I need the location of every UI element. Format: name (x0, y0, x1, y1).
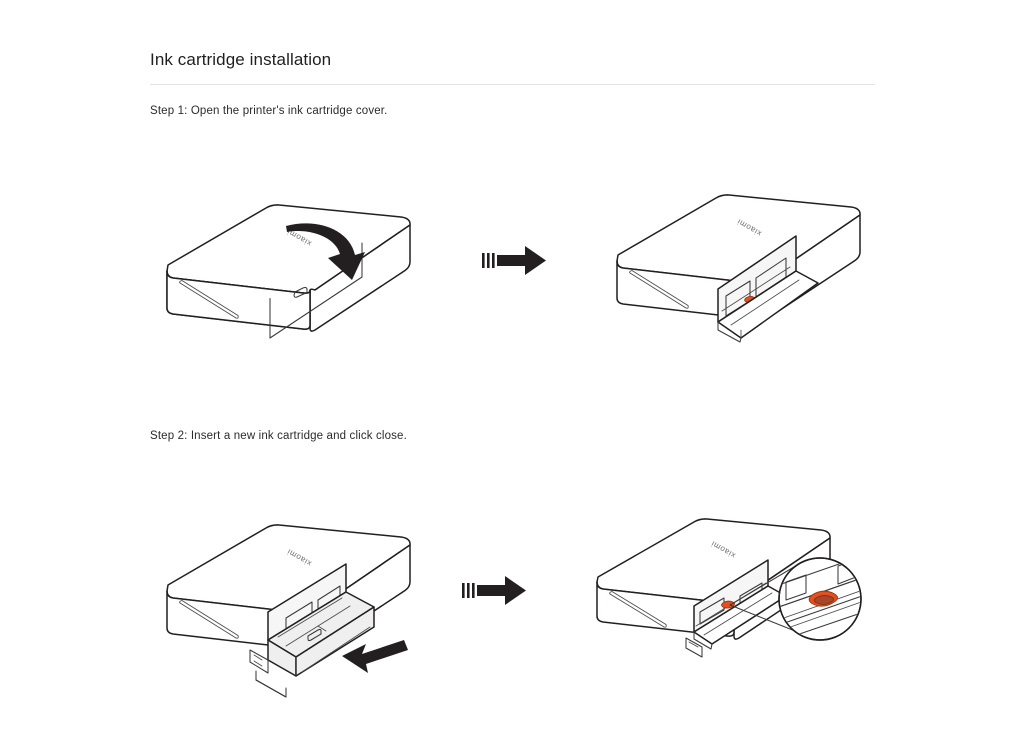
rotation-arrow-icon (286, 223, 365, 280)
printer-closed-illustration: xiaomi (150, 170, 440, 370)
right-block-arrow-icon (497, 246, 546, 275)
step-2-label: Step 2: Insert a new ink cartridge and c… (150, 430, 407, 442)
printer-cartridge-inserting-illustration: xiaomi (150, 500, 440, 710)
page-title: Ink cartridge installation (150, 50, 332, 69)
step-1-transition-arrow (482, 244, 548, 283)
step-1-label: Step 1: Open the printer's ink cartridge… (150, 105, 388, 117)
magnifier-callout (778, 557, 862, 641)
step-1-figure-row: xiaomi (0, 170, 1024, 390)
title-divider (150, 84, 875, 85)
motion-lines-icon (462, 583, 475, 598)
push-left-arrow-icon (342, 640, 408, 673)
right-block-arrow-icon (477, 576, 526, 605)
motion-lines-icon (482, 253, 495, 268)
step-2-figure-row: xiaomi (0, 500, 1024, 720)
printer-cartridge-seated-illustration: xiaomi (590, 500, 890, 700)
step-2-transition-arrow (462, 574, 528, 613)
printer-cover-open-illustration: xiaomi (600, 170, 880, 370)
